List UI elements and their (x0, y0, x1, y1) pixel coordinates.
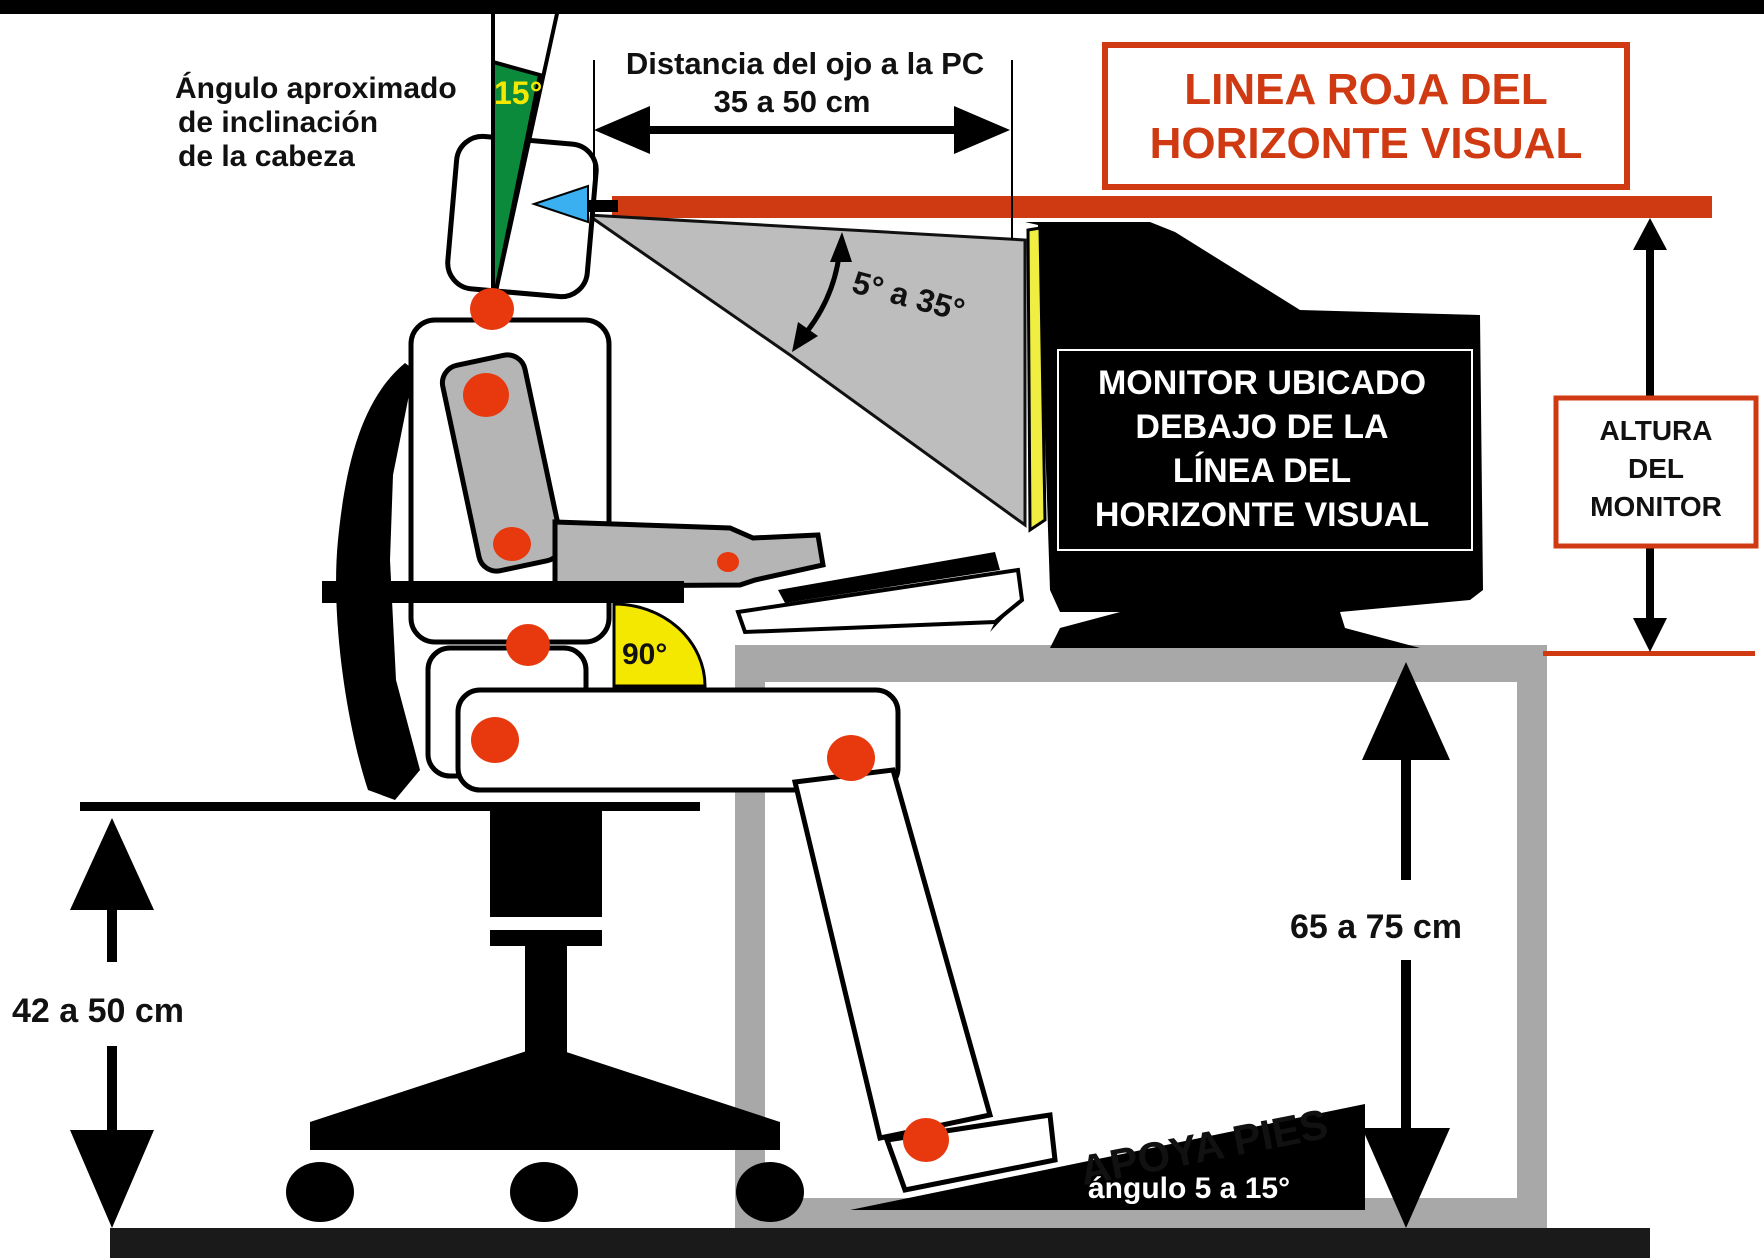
svg-text:35 a 50 cm: 35 a 50 cm (714, 84, 871, 119)
monitor-height-box (1553, 395, 1759, 549)
svg-text:DEBAJO DE LA: DEBAJO DE LA (1135, 408, 1388, 446)
horizon-title: LINEA ROJA DEL HORIZONTE VISUAL (1150, 65, 1583, 168)
svg-text:Ángulo aproximado: Ángulo aproximado (175, 71, 457, 105)
svg-text:LÍNEA DEL: LÍNEA DEL (1173, 452, 1351, 490)
svg-text:DEL: DEL (1628, 453, 1684, 484)
joint-shoulder (463, 373, 509, 417)
monitor-label: MONITOR UBICADO DEBAJO DE LA LÍNEA DEL H… (1095, 364, 1429, 534)
joint-ankle (903, 1118, 949, 1162)
joint-hip (506, 624, 550, 666)
shin (791, 767, 994, 1141)
horizon-red-line (612, 196, 1712, 218)
floor (110, 1228, 1650, 1258)
monitor-base-red-line (1543, 651, 1755, 656)
monitor-height-label: ALTURA DEL MONITOR (1590, 415, 1722, 522)
joint-neck (470, 288, 514, 330)
line-of-sight-cone (582, 213, 1027, 528)
svg-text:LINEA ROJA DEL: LINEA ROJA DEL (1184, 65, 1547, 114)
svg-text:MONITOR: MONITOR (1590, 491, 1722, 522)
view-angle-arrow (792, 232, 852, 352)
footrest (850, 1104, 1365, 1210)
svg-text:Distancia del ojo a la PC: Distancia del ojo a la PC (626, 46, 984, 81)
desk-height-label: 65 a 75 cm (1290, 908, 1462, 946)
joint-elbow (493, 527, 531, 561)
joint-wrist (717, 552, 739, 572)
eye-distance-label: Distancia del ojo a la PC 35 a 50 cm (626, 46, 984, 119)
footrest-angle: ángulo 5 a 15° (1088, 1172, 1290, 1205)
desk-height-arrow (1362, 662, 1450, 1228)
elbow-angle-label: 90° (622, 638, 667, 671)
head-angle-label: Ángulo aproximado de inclinación de la c… (175, 71, 457, 173)
top-frame (0, 0, 1764, 14)
elbow-angle-wedge (612, 602, 707, 688)
seat-height-label: 42 a 50 cm (12, 992, 184, 1030)
svg-text:de la cabeza: de la cabeza (178, 140, 355, 173)
monitor-label-box (1057, 349, 1473, 551)
joint-hip-front (471, 717, 519, 763)
svg-text:de inclinación: de inclinación (178, 106, 378, 139)
chair (80, 363, 804, 1222)
forearm (552, 519, 826, 589)
joint-knee (827, 735, 875, 781)
svg-text:HORIZONTE VISUAL: HORIZONTE VISUAL (1150, 119, 1583, 168)
thigh (455, 687, 901, 793)
svg-text:ALTURA: ALTURA (1599, 415, 1712, 446)
eye-distance-arrow (593, 60, 1013, 240)
person-figure (322, 0, 1058, 1193)
seat-height-arrow (70, 818, 154, 1228)
horizon-title-box (1102, 42, 1630, 190)
head-angle-value: 15° (494, 75, 542, 111)
svg-text:HORIZONTE VISUAL: HORIZONTE VISUAL (1095, 496, 1429, 534)
svg-text:MONITOR UBICADO: MONITOR UBICADO (1098, 364, 1426, 402)
keyboard (735, 552, 1025, 635)
